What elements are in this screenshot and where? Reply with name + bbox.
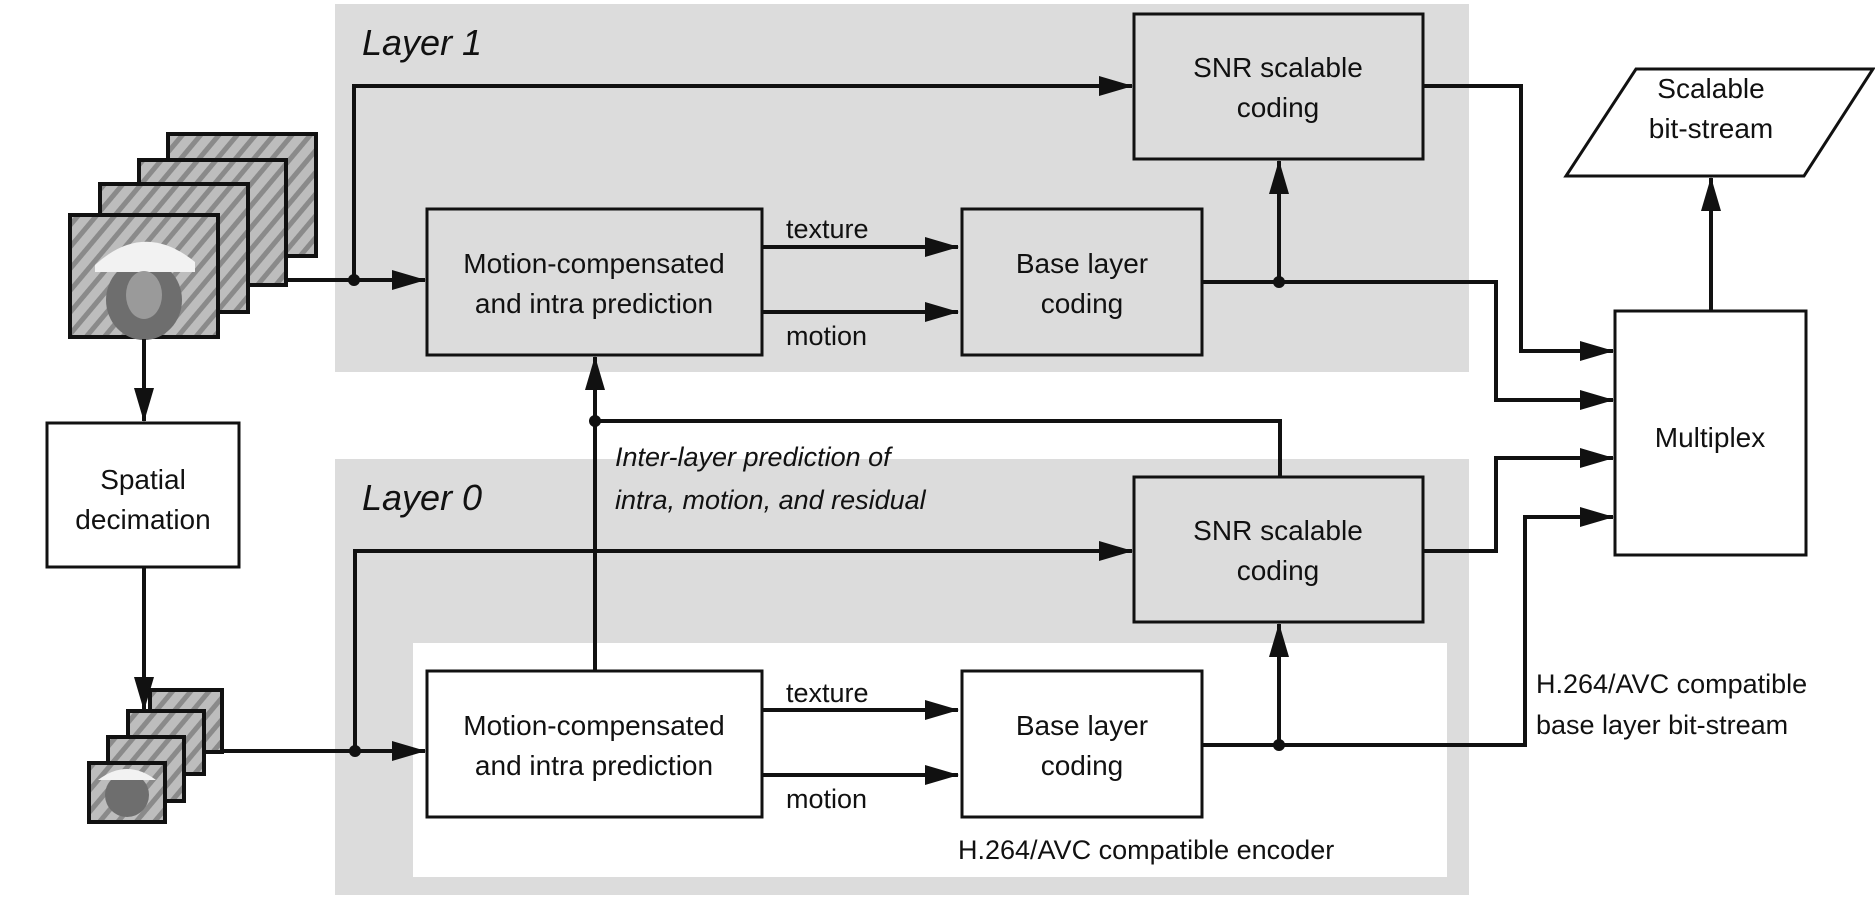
l0-texture-label: texture	[786, 678, 869, 708]
multiplex-label: Multiplex	[1655, 422, 1765, 453]
l1-base-label-1: Base layer	[1016, 248, 1148, 279]
l0-motion-label: motion	[786, 784, 867, 814]
l1-snr-label-2: coding	[1237, 92, 1320, 123]
scalable-bitstream-output	[1563, 67, 1875, 178]
l0-base-block	[960, 669, 1204, 819]
spatial-decimation-block	[45, 421, 241, 569]
l1-snr-block	[1132, 12, 1425, 161]
inter-layer-label-2: intra, motion, and residual	[615, 485, 927, 515]
l1-texture-label: texture	[786, 214, 869, 244]
input-frames-decimated	[87, 688, 224, 824]
output-label-2: bit-stream	[1649, 113, 1773, 144]
l1-mcp-label-2: and intra prediction	[475, 288, 713, 319]
base-stream-label-1: H.264/AVC compatible	[1536, 669, 1807, 699]
h264-encoder-label: H.264/AVC compatible encoder	[958, 835, 1334, 865]
l0-base-label-1: Base layer	[1016, 710, 1148, 741]
l1-mcp-block	[425, 207, 764, 357]
layer0-title: Layer 0	[362, 477, 482, 518]
input-frames-full	[68, 132, 318, 340]
layer1-title: Layer 1	[362, 22, 482, 63]
l0-snr-label-2: coding	[1237, 555, 1320, 586]
l0-base-label-2: coding	[1041, 750, 1124, 781]
multiplex-block	[1613, 309, 1808, 557]
l0-snr-block	[1132, 475, 1425, 624]
l1-mcp-label-1: Motion-compensated	[463, 248, 724, 279]
base-stream-label-2: base layer bit-stream	[1536, 710, 1788, 740]
output-label-1: Scalable	[1657, 73, 1764, 104]
inter-layer-label-1: Inter-layer prediction of	[615, 442, 893, 472]
l0-mcp-label-1: Motion-compensated	[463, 710, 724, 741]
spatial-decimation-label-1: Spatial	[100, 464, 186, 495]
connections	[134, 76, 1721, 785]
l1-motion-label: motion	[786, 321, 867, 351]
l0-snr-label-1: SNR scalable	[1193, 515, 1363, 546]
l0-mcp-block	[425, 669, 764, 819]
l1-snr-label-1: SNR scalable	[1193, 52, 1363, 83]
junction-dots	[348, 274, 1285, 757]
l0-mcp-label-2: and intra prediction	[475, 750, 713, 781]
l1-base-block	[960, 207, 1204, 357]
spatial-decimation-label-2: decimation	[75, 504, 210, 535]
l1-base-label-2: coding	[1041, 288, 1124, 319]
